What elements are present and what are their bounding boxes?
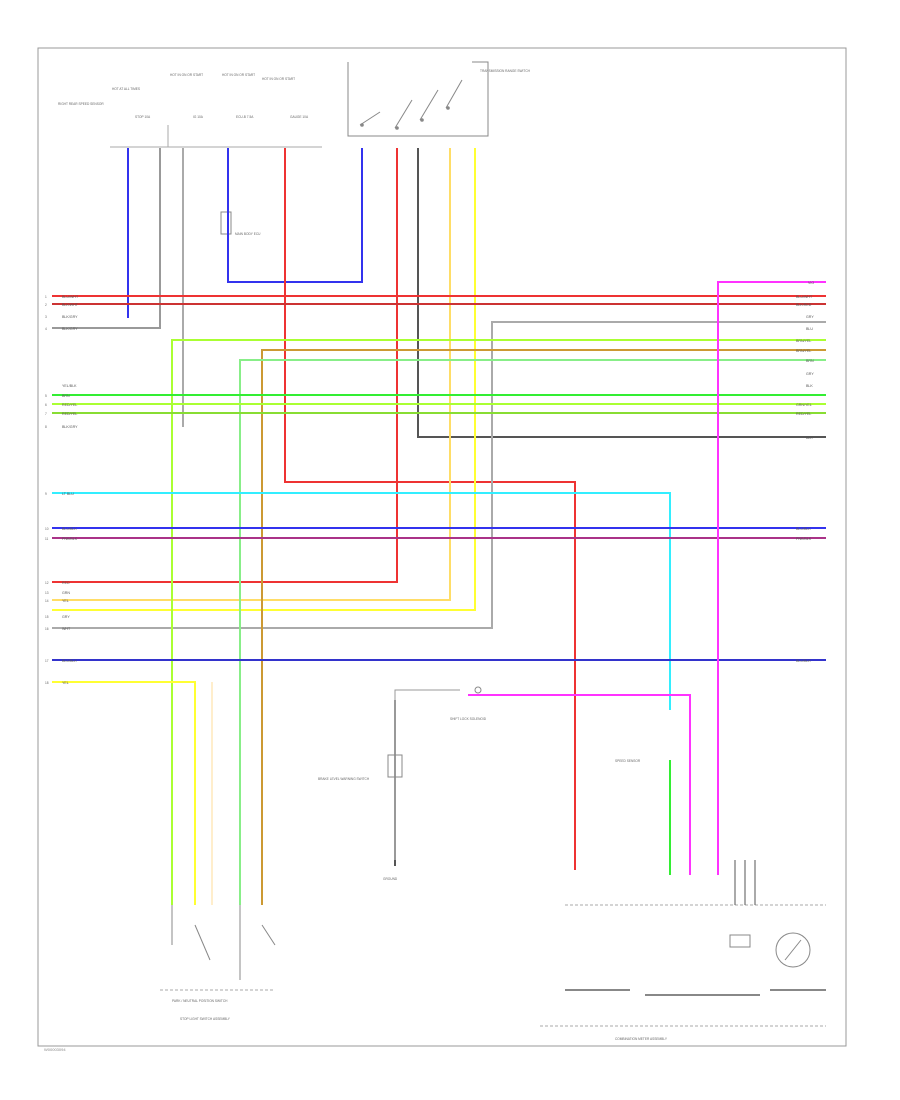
svg-text:BRAKE LEVEL WARNING SWITCH: BRAKE LEVEL WARNING SWITCH [318, 777, 370, 781]
svg-text:BLK/WHT: BLK/WHT [62, 303, 79, 307]
svg-text:BLU/BLK: BLU/BLK [62, 527, 77, 531]
svg-text:GRN: GRN [62, 591, 70, 595]
svg-text:12: 12 [45, 581, 49, 585]
label-transmission-switch: TRANSMISSION RANGE SWITCH [480, 69, 531, 73]
svg-text:BLU/BLK: BLU/BLK [796, 659, 811, 663]
label-left-group: RIGHT REAR SPEED SENSOR [58, 102, 104, 106]
svg-text:BLK/GRY: BLK/GRY [62, 425, 78, 429]
svg-text:BLU/BLK: BLU/BLK [796, 527, 811, 531]
svg-text:GRY: GRY [806, 372, 814, 376]
svg-text:2: 2 [45, 303, 47, 307]
left-pin-numbers: 1 2 3 4 5 6 7 8 9 10 11 12 13 14 15 16 1… [45, 295, 49, 685]
svg-text:BLK: BLK [806, 384, 813, 388]
svg-text:8: 8 [45, 425, 47, 429]
label-mid-group-1: HOT AT ALL TIMES [112, 87, 140, 91]
svg-text:PNK/BLK: PNK/BLK [62, 537, 78, 541]
speed-sensor-label: SPEED SENSOR [615, 759, 641, 763]
svg-text:14: 14 [45, 599, 49, 603]
combination-meter-label: COMBINATION METER ASSEMBLY [615, 1037, 668, 1041]
bus-wires [52, 281, 826, 905]
svg-text:WHT: WHT [62, 627, 71, 631]
svg-text:6: 6 [45, 403, 47, 407]
svg-text:GRY: GRY [806, 315, 814, 319]
svg-text:10: 10 [45, 527, 49, 531]
combination-meter: COMBINATION METER ASSEMBLY [540, 860, 826, 1041]
label-mid-group-2: HOT IN ON OR START [170, 73, 203, 77]
svg-text:RED/YEL: RED/YEL [62, 412, 77, 416]
svg-text:3: 3 [45, 315, 47, 319]
svg-text:BRN: BRN [806, 359, 814, 363]
svg-text:RED/YEL: RED/YEL [62, 403, 77, 407]
label-fuse-4: GAUGE 10A [290, 115, 309, 119]
svg-text:GRY: GRY [62, 615, 70, 619]
svg-text:BLU/WHT: BLU/WHT [796, 295, 813, 299]
svg-text:7: 7 [45, 412, 47, 416]
svg-text:PARK / NEUTRAL POSITION SWITCH: PARK / NEUTRAL POSITION SWITCH [172, 999, 228, 1003]
label-fuse-3: ECU-B 7.5A [236, 115, 254, 119]
lower-drops [211, 682, 691, 905]
svg-text:YEL: YEL [62, 681, 69, 685]
svg-text:5: 5 [45, 394, 47, 398]
svg-text:13: 13 [45, 591, 49, 595]
transmission-range-switch [347, 61, 489, 137]
sub-relay-icon [220, 211, 232, 235]
svg-text:BLK/GRY: BLK/GRY [62, 327, 78, 331]
svg-text:16: 16 [45, 627, 49, 631]
svg-text:BLK/RED: BLK/RED [796, 303, 812, 307]
svg-text:BLU/BLK: BLU/BLK [62, 659, 77, 663]
diagram-frame [37, 47, 847, 1047]
label-fuse-1: STOP 10A [135, 115, 151, 119]
svg-text:1: 1 [45, 295, 47, 299]
ground-label: GROUND [383, 877, 398, 881]
svg-text:PNK/BLK: PNK/BLK [796, 537, 812, 541]
svg-text:BRN/YEL: BRN/YEL [796, 339, 811, 343]
svg-text:4: 4 [45, 327, 47, 331]
top-vertical-wires [52, 148, 826, 870]
svg-text:18: 18 [45, 681, 49, 685]
svg-text:VIO: VIO [808, 281, 814, 285]
label-fuse-2: IG 10A [193, 115, 204, 119]
svg-text:STOP LIGHT SWITCH ASSEMBLY: STOP LIGHT SWITCH ASSEMBLY [180, 1017, 231, 1021]
svg-text:YEL: YEL [62, 599, 69, 603]
left-wire-labels: BLU/WHT BLK/WHT BLK/GRY BLK/GRY YEL/BLK … [62, 295, 79, 685]
right-wire-labels: VIO BLU/WHT BLK/RED GRY BLU BRN/YEL BRN/… [796, 281, 814, 663]
svg-text:11: 11 [45, 537, 49, 541]
svg-text:RED/YEL: RED/YEL [796, 412, 811, 416]
svg-text:RED: RED [62, 581, 70, 585]
svg-text:YEL/BLK: YEL/BLK [62, 384, 77, 388]
top-labels: RIGHT REAR SPEED SENSOR HOT AT ALL TIMES… [58, 69, 531, 236]
svg-text:GRN/YEL: GRN/YEL [796, 403, 812, 407]
svg-text:BRN/YEL: BRN/YEL [796, 349, 811, 353]
svg-text:17: 17 [45, 659, 49, 663]
svg-text:BLK: BLK [806, 436, 813, 440]
svg-text:SHIFT LOCK SOLENOID: SHIFT LOCK SOLENOID [450, 717, 487, 721]
svg-text:BLU/WHT: BLU/WHT [62, 295, 79, 299]
label-sub-relay: MAIN BODY ECU [235, 232, 261, 236]
page-code: W00003094 [44, 1047, 66, 1052]
svg-text:BLU: BLU [806, 327, 813, 331]
park-neutral-switch: PARK / NEUTRAL POSITION SWITCH STOP LIGH… [160, 905, 276, 1021]
svg-text:15: 15 [45, 615, 49, 619]
brake-level-switch: BRAKE LEVEL WARNING SWITCH SHIFT LOCK SO… [318, 686, 487, 881]
svg-text:BRN: BRN [62, 394, 70, 398]
svg-text:BLK/GRY: BLK/GRY [62, 315, 78, 319]
svg-text:9: 9 [45, 492, 47, 496]
label-mid-group-4: HOT IN ON OR START [262, 77, 295, 81]
label-mid-group-3: HOT IN ON OR START [222, 73, 255, 77]
svg-text:LT BLU: LT BLU [62, 492, 74, 496]
